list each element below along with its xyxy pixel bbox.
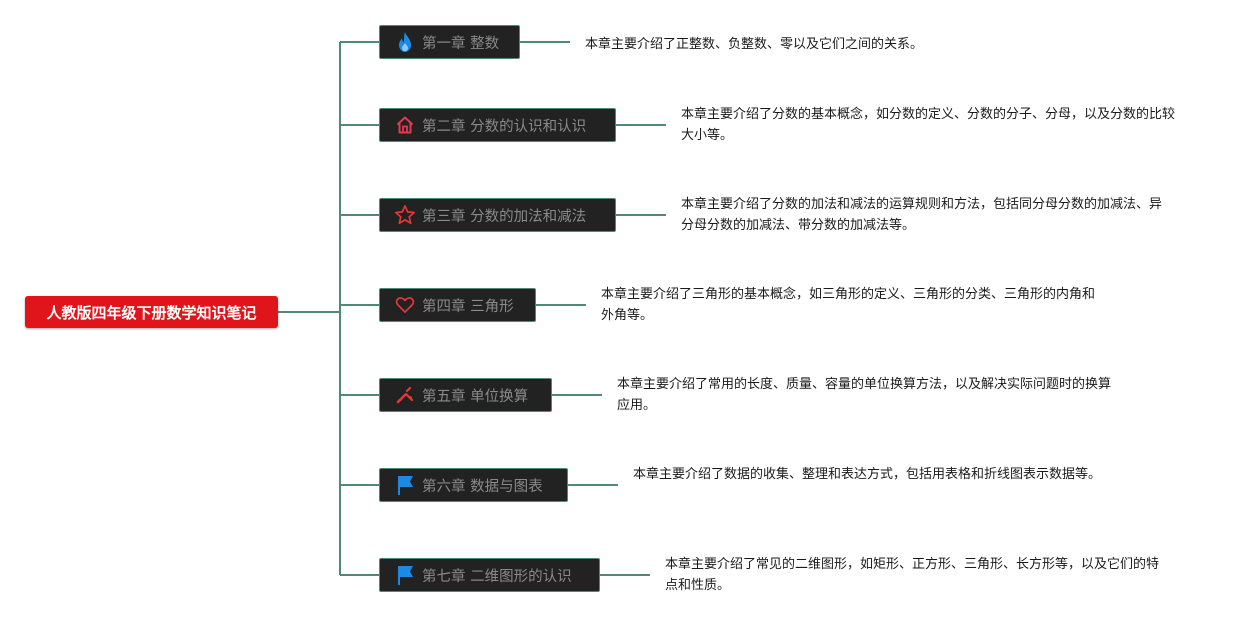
root-label: 人教版四年级下册数学知识笔记 — [46, 303, 257, 322]
tools-icon — [394, 384, 416, 406]
chapter-title: 第四章 三角形 — [422, 298, 514, 315]
chapter-title: 第七章 二维图形的认识 — [422, 568, 572, 585]
flag-icon — [394, 474, 416, 496]
chapter-title: 第一章 整数 — [422, 35, 500, 52]
chapter-node[interactable]: 第四章 三角形 — [379, 288, 536, 322]
chapter-node[interactable]: 第七章 二维图形的认识 — [379, 558, 600, 592]
flag-icon — [394, 564, 416, 586]
chapter-title: 第三章 分数的加法和减法 — [422, 208, 587, 225]
chapter-title: 第五章 单位换算 — [422, 388, 529, 405]
flame-icon — [394, 31, 416, 53]
chapter-description: 本章主要介绍了正整数、负整数、零以及它们之间的关系。 — [585, 37, 924, 52]
root-node[interactable]: 人教版四年级下册数学知识笔记 — [25, 296, 278, 328]
chapter-title: 第二章 分数的认识和认识 — [422, 118, 587, 135]
chapter-node[interactable]: 第一章 整数 — [379, 25, 520, 59]
chapter-node[interactable]: 第五章 单位换算 — [379, 378, 552, 412]
chapter-node[interactable]: 第三章 分数的加法和减法 — [379, 198, 616, 232]
chapter-description: 本章主要介绍了常见的二维图形，如矩形、正方形、三角形、长方形等，以及它们的特点和… — [665, 557, 1160, 593]
chapter-node[interactable]: 第六章 数据与图表 — [379, 468, 568, 502]
chapter-node[interactable]: 第二章 分数的认识和认识 — [379, 108, 616, 142]
house-icon — [394, 114, 416, 136]
chapter-description: 本章主要介绍了分数的基本概念，如分数的定义、分数的分子、分母，以及分数的比较大小… — [681, 107, 1176, 143]
star-icon — [394, 204, 416, 226]
chapter-description: 本章主要介绍了三角形的基本概念，如三角形的定义、三角形的分类、三角形的内角和外角… — [601, 287, 1096, 323]
chapter-description: 本章主要介绍了常用的长度、质量、容量的单位换算方法，以及解决实际问题时的换算应用… — [617, 377, 1112, 413]
chapter-description: 本章主要介绍了数据的收集、整理和表达方式，包括用表格和折线图表示数据等。 — [633, 467, 1102, 482]
heart-icon — [394, 294, 416, 316]
chapter-description: 本章主要介绍了分数的加法和减法的运算规则和方法，包括同分母分数的加减法、异分母分… — [681, 197, 1163, 233]
chapter-title: 第六章 数据与图表 — [422, 478, 543, 495]
